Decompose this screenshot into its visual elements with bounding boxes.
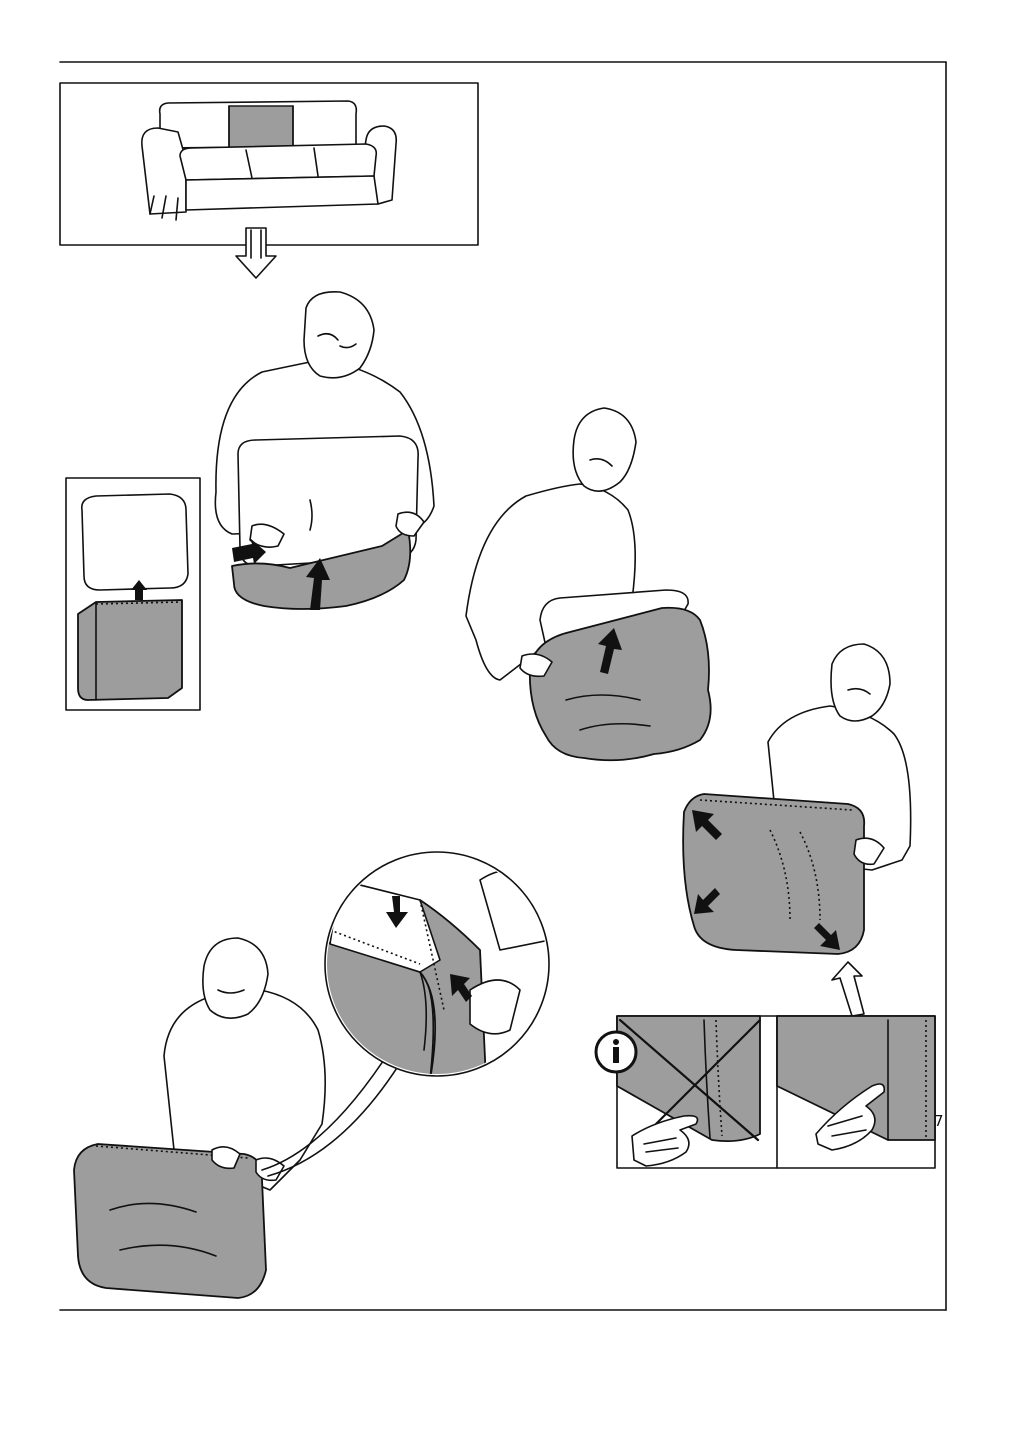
tip-comparison-panel bbox=[594, 1015, 936, 1169]
corner-arrow-icon bbox=[692, 810, 722, 840]
page-number: 7 bbox=[934, 1112, 944, 1130]
down-arrow-icon bbox=[386, 896, 408, 928]
sofa-drawing bbox=[141, 100, 398, 221]
page-frame bbox=[59, 61, 947, 1311]
info-icon bbox=[594, 1030, 638, 1074]
step-person-2 bbox=[465, 407, 712, 762]
outlined-up-arrow-icon bbox=[831, 961, 865, 1017]
corner-arrow-icon bbox=[694, 888, 720, 914]
corner-arrow-icon bbox=[814, 923, 840, 950]
push-arrow-icon bbox=[232, 538, 266, 564]
correct-example bbox=[776, 1015, 936, 1151]
step-person-1 bbox=[214, 291, 435, 610]
pull-up-arrow-icon bbox=[306, 558, 330, 610]
pull-up-arrow-icon bbox=[598, 628, 622, 674]
incorrect-example bbox=[616, 1015, 762, 1167]
step-person-4 bbox=[73, 937, 431, 1299]
sofa-overview-panel bbox=[59, 82, 479, 246]
up-arrow-icon bbox=[131, 580, 147, 600]
insert-detail-panel bbox=[65, 477, 201, 711]
double-down-arrow-icon bbox=[235, 227, 277, 279]
step-person-3 bbox=[682, 643, 912, 955]
zipper-detail-circle bbox=[324, 851, 550, 1077]
highlighted-back-cushion bbox=[228, 105, 294, 149]
up-arrow-icon bbox=[450, 974, 472, 1002]
